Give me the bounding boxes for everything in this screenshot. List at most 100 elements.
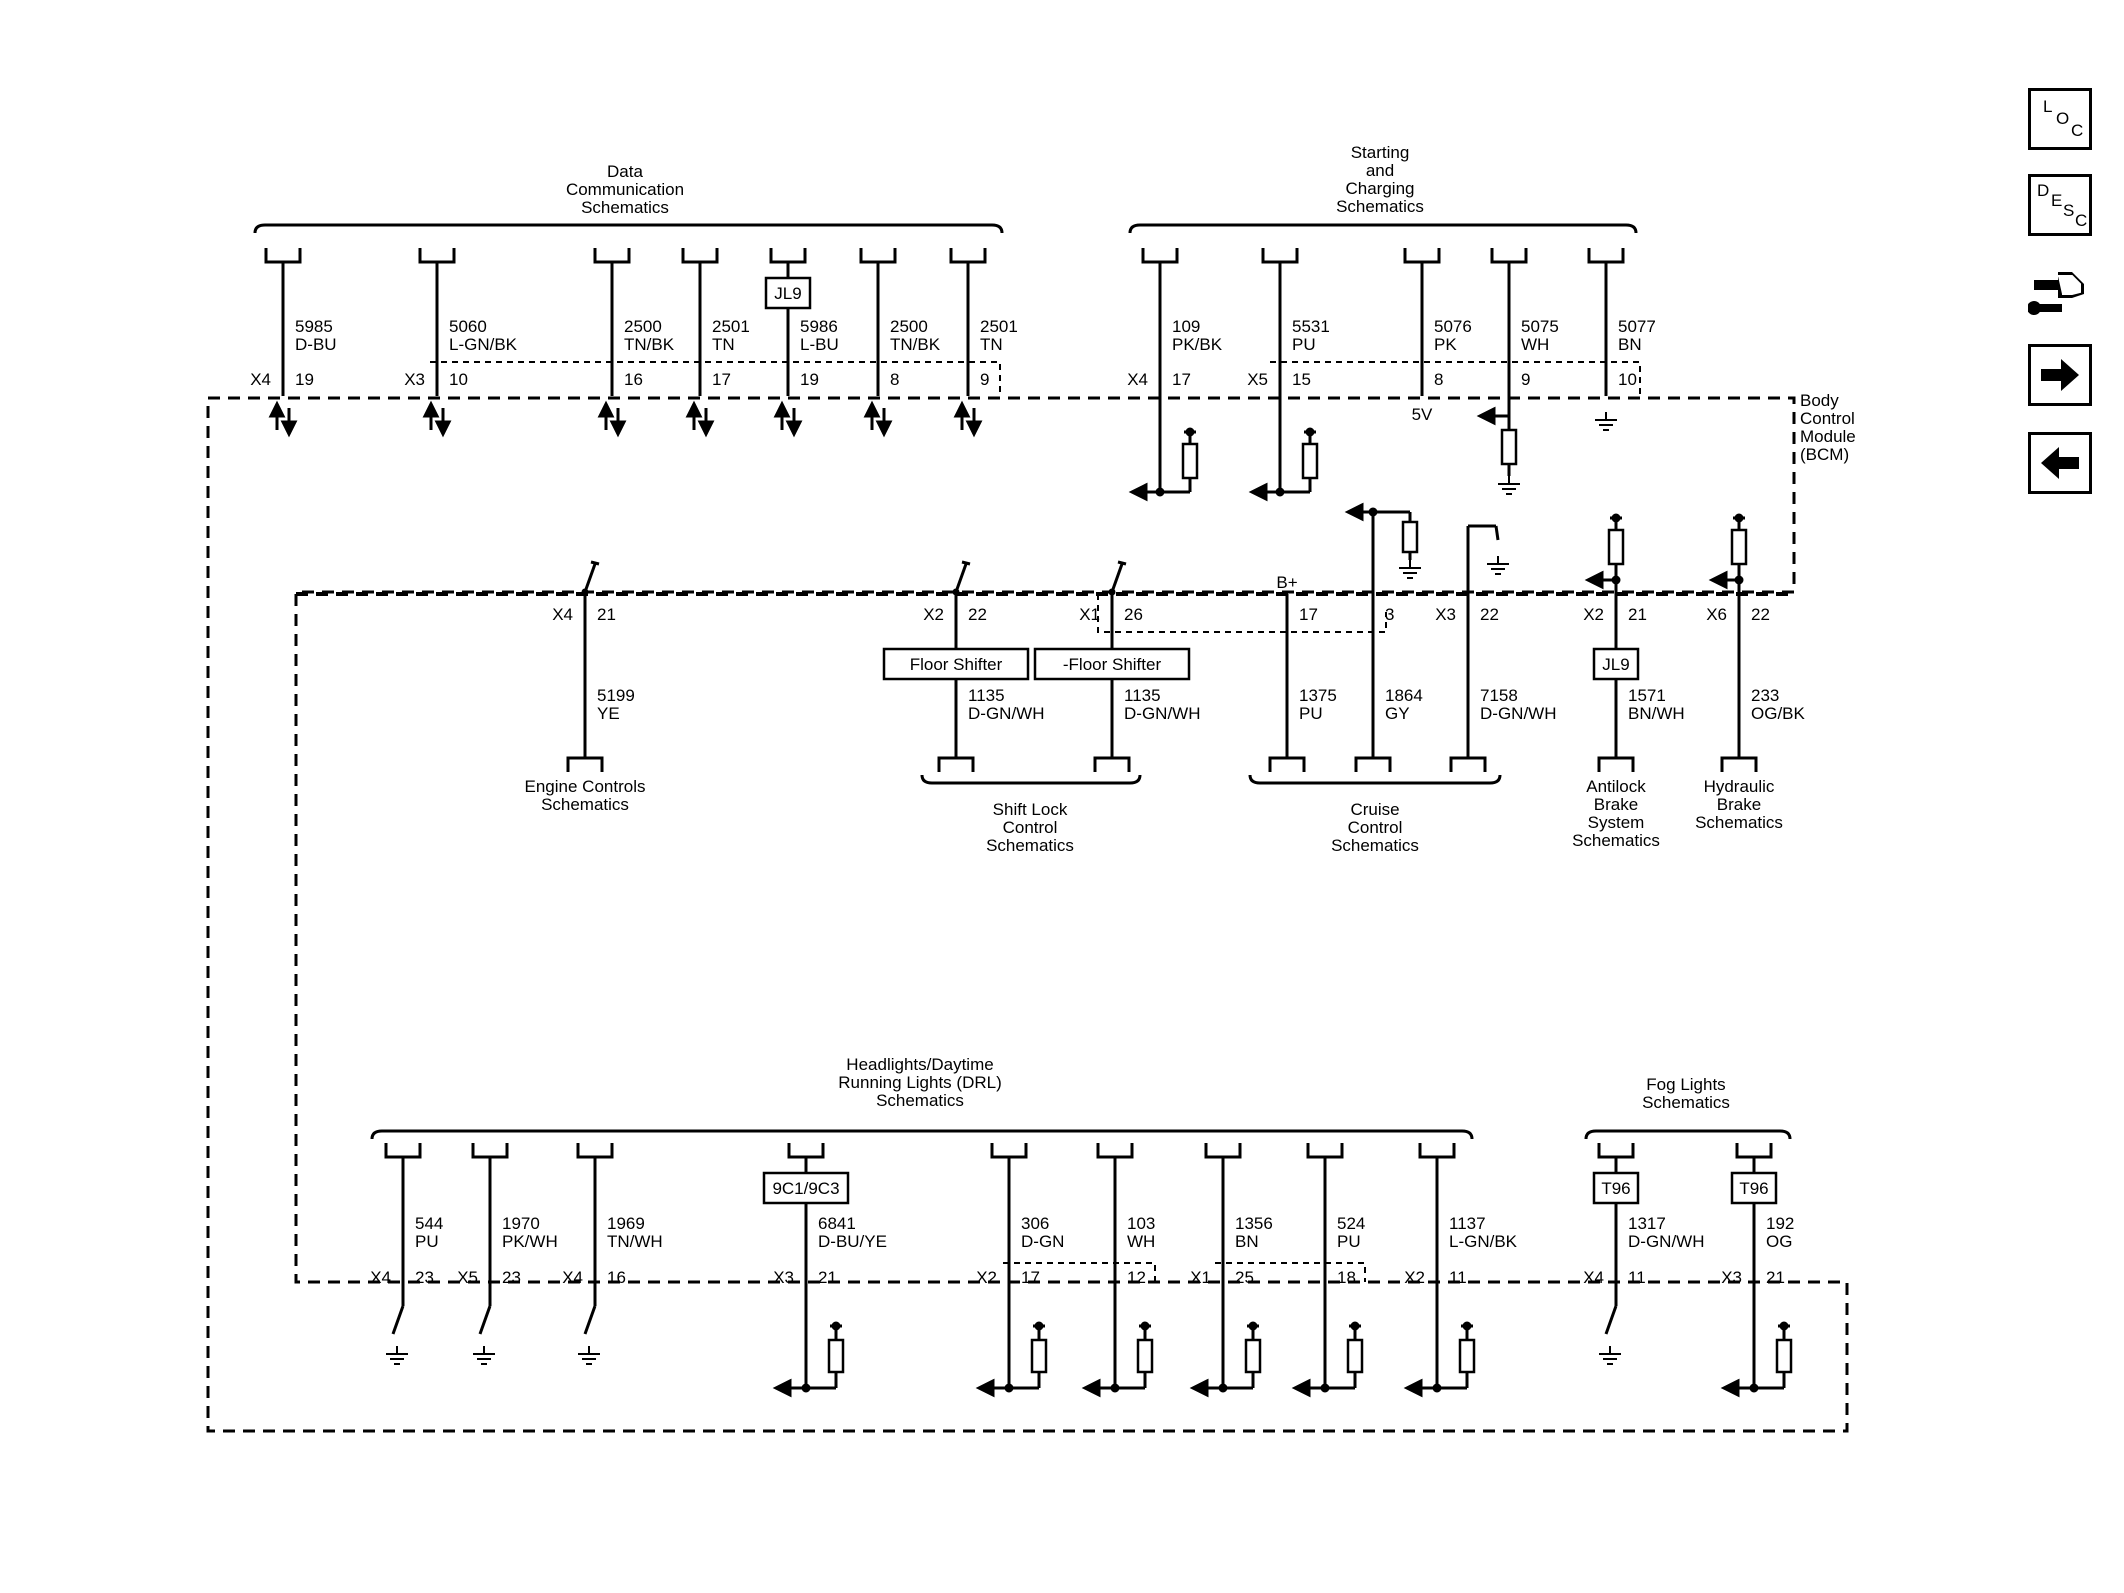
next-page-button[interactable] bbox=[2028, 344, 2092, 406]
mid-wire-1-color: YE bbox=[597, 704, 620, 723]
loc-button[interactable]: L O C bbox=[2028, 88, 2092, 150]
mid-wire-7-box-box bbox=[1592, 647, 1640, 681]
start-wire-3-pin: 8 bbox=[1434, 370, 1443, 389]
bottom-wire-10-conn: X4 bbox=[1583, 1268, 1604, 1287]
bottom-wire-11-connector bbox=[1735, 1143, 1773, 1159]
bottom-wire-11-box-box bbox=[1730, 1171, 1778, 1205]
group-label-hydraulic: Schematics bbox=[1695, 813, 1783, 832]
top-wire-5-splice-box bbox=[764, 276, 812, 310]
start-wire-4-pin: 9 bbox=[1521, 370, 1530, 389]
switch-floor-shifter-blade bbox=[954, 563, 968, 593]
cruise-7158-switch-blade bbox=[1494, 525, 1500, 541]
bottom-driver-5-resistor bbox=[1346, 1338, 1364, 1374]
mid-wire-3-color: D-GN/WH bbox=[1124, 704, 1200, 723]
mid-wire-4-color: PU bbox=[1299, 704, 1323, 723]
group-label-cruise: Schematics bbox=[1331, 836, 1419, 855]
bottom-wire-7-pin: 25 bbox=[1235, 1268, 1254, 1287]
top-wire-5-connector bbox=[769, 248, 807, 264]
bottom-driver-4-arrow-head bbox=[1189, 1378, 1209, 1398]
bottom-wire-7-conn: X1 bbox=[1190, 1268, 1211, 1287]
bottom-driver-6-resistor bbox=[1458, 1338, 1476, 1374]
bottom-wire-4-pin: 21 bbox=[818, 1268, 837, 1287]
wire-5075-arrow-head bbox=[1476, 406, 1496, 426]
start-wire-4-circuit: 5075 bbox=[1521, 317, 1559, 336]
top-wire-6-signal-down-head bbox=[875, 420, 893, 438]
start-internal-2-resistor bbox=[1301, 442, 1319, 480]
top-wire-2-circuit: 5060 bbox=[449, 317, 487, 336]
bcm-outline bbox=[206, 396, 1849, 1433]
bottom-wire-3-conn: X4 bbox=[562, 1268, 583, 1287]
mid-wire-6-connector bbox=[1449, 756, 1487, 772]
bottom-wire-4-conn: X3 bbox=[773, 1268, 794, 1287]
hydraulic-dot bbox=[1734, 575, 1744, 585]
connector-end-view-button[interactable] bbox=[2027, 258, 2092, 320]
mid-wire-8-circuit: 233 bbox=[1751, 686, 1779, 705]
start-wire-3-connector bbox=[1403, 248, 1441, 264]
bottom-wire-11-conn: X3 bbox=[1721, 1268, 1742, 1287]
top-wire-3-connector bbox=[593, 248, 631, 264]
bottom-wire-4-circuit: 6841 bbox=[818, 1214, 856, 1233]
group-label-abs: System bbox=[1588, 813, 1645, 832]
group-label-hydraulic: Hydraulic bbox=[1704, 777, 1775, 796]
brace-fog bbox=[1584, 1129, 1792, 1140]
start-internal-1-arrow-head bbox=[1128, 482, 1148, 502]
start-wire-2-connector bbox=[1261, 248, 1299, 264]
mid-wire-1-pin: 21 bbox=[597, 605, 616, 624]
brace-starting bbox=[1128, 223, 1638, 234]
top-wire-4-signal-down-head bbox=[697, 420, 715, 438]
top-wire-1-connector bbox=[264, 248, 302, 264]
bottom-wire-10-color: D-GN/WH bbox=[1628, 1232, 1704, 1251]
start-wire-5-color: BN bbox=[1618, 335, 1642, 354]
group-label-data-comm: Schematics bbox=[581, 198, 669, 217]
start-wire-2-pin: 15 bbox=[1292, 370, 1311, 389]
mid-wire-3-connector bbox=[1093, 756, 1131, 772]
mid-wire-4-pin: 17 bbox=[1299, 605, 1318, 624]
previous-page-button[interactable] bbox=[2028, 432, 2092, 494]
mid-wire-5-color: GY bbox=[1385, 704, 1410, 723]
top-wire-5-pin: 19 bbox=[800, 370, 819, 389]
switch-non-floor-shifter-tip bbox=[1117, 560, 1127, 566]
mid-wire-2-pin: 22 bbox=[968, 605, 987, 624]
start-wire-1-conn: X4 bbox=[1127, 370, 1148, 389]
top-wire-5-splice: JL9 bbox=[774, 284, 801, 303]
top-wire-7-connector bbox=[949, 248, 987, 264]
start-wire-3-color: PK bbox=[1434, 335, 1457, 354]
mid-wire-2-box: Floor Shifter bbox=[910, 655, 1003, 674]
top-wire-1-signal-up-head bbox=[268, 400, 286, 418]
brace-headlights bbox=[370, 1129, 1474, 1140]
group-label-cruise: Control bbox=[1348, 818, 1403, 837]
bottom-wire-7-connector bbox=[1204, 1143, 1242, 1159]
switch-engine-tip bbox=[590, 560, 600, 566]
bottom-wire-3-circuit: 1969 bbox=[607, 1214, 645, 1233]
top-wire-3-pin: 16 bbox=[624, 370, 643, 389]
mid-wire-7-color: BN/WH bbox=[1628, 704, 1685, 723]
bottom-wire-1-connector bbox=[384, 1143, 422, 1159]
top-wire-5-signal-down-head bbox=[785, 420, 803, 438]
bottom-wire-5-circuit: 306 bbox=[1021, 1214, 1049, 1233]
bottom-switch-1-blade bbox=[391, 1305, 405, 1335]
bottom-wire-9-color: L-GN/BK bbox=[1449, 1232, 1518, 1251]
top-wire-7-color: TN bbox=[980, 335, 1003, 354]
top-wire-2-connector bbox=[418, 248, 456, 264]
bottom-wire-4-color: D-BU/YE bbox=[818, 1232, 887, 1251]
abs-arrow-head bbox=[1584, 570, 1604, 590]
bottom-wire-3-color: TN/WH bbox=[607, 1232, 663, 1251]
mid-wire-4-connector bbox=[1268, 756, 1306, 772]
top-wire-7-pin: 9 bbox=[980, 370, 989, 389]
group-label-starting: Charging bbox=[1346, 179, 1415, 198]
mid-wire-2-color: D-GN/WH bbox=[968, 704, 1044, 723]
top-wire-1-signal-down-head bbox=[280, 420, 298, 438]
bottom-wire-9-pin: 11 bbox=[1449, 1268, 1467, 1287]
top-wire-4-connector bbox=[681, 248, 719, 264]
top-wire-4-circuit: 2501 bbox=[712, 317, 750, 336]
top-wire-6-color: TN/BK bbox=[890, 335, 941, 354]
top-wire-1-circuit: 5985 bbox=[295, 317, 333, 336]
desc-button[interactable]: D E S C bbox=[2028, 174, 2092, 236]
group-label-headlights: Running Lights (DRL) bbox=[838, 1073, 1001, 1092]
top-wire-3-circuit: 2500 bbox=[624, 317, 662, 336]
bottom-wire-10-box-box bbox=[1592, 1171, 1640, 1205]
top-wire-3-color: TN/BK bbox=[624, 335, 675, 354]
mid-wire-2-box-box bbox=[882, 647, 1030, 681]
mid-wire-1-circuit: 5199 bbox=[597, 686, 635, 705]
mid-wire-5-connector bbox=[1354, 756, 1392, 772]
